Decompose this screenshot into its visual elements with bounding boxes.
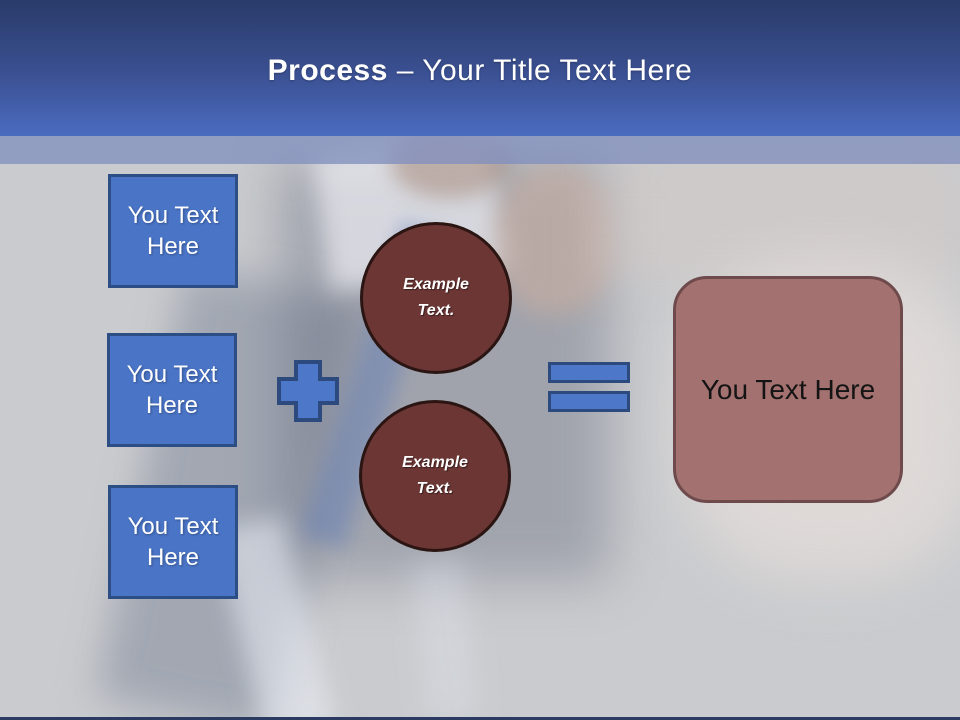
result-box-label: You Text Here	[700, 373, 876, 405]
equals-bottom-bar	[548, 391, 630, 412]
slide-title: Process – Your Title Text Here	[0, 54, 960, 88]
input-box-3: You Text Here	[108, 485, 238, 599]
equals-top-bar	[548, 362, 630, 383]
example-circle-2-label: Example Text.	[402, 453, 468, 497]
bg-hand-shape	[495, 165, 615, 315]
plus-icon-glyph	[277, 360, 339, 422]
input-box-1-label: You Text Here	[127, 201, 219, 260]
bg-streak	[411, 557, 479, 720]
example-circle-2: Example Text.	[359, 400, 511, 552]
bg-arm-shape	[600, 150, 960, 280]
input-box-2-label: You Text Here	[126, 360, 218, 419]
example-circle-1: Example Text.	[360, 222, 512, 374]
slide-header: Process – Your Title Text Here	[0, 0, 960, 136]
example-circle-1-label: Example Text.	[403, 275, 469, 319]
equals-icon	[548, 362, 630, 412]
result-box: You Text Here	[673, 276, 903, 503]
input-box-1: You Text Here	[108, 174, 238, 288]
header-accent-band	[0, 136, 960, 164]
input-box-3-label: You Text Here	[127, 512, 219, 571]
slide-bottom-edge	[0, 717, 960, 720]
slide-title-emphasis: Process	[267, 54, 388, 87]
input-box-2: You Text Here	[107, 333, 237, 447]
slide-title-rest: – Your Title Text Here	[396, 54, 693, 87]
plus-icon	[276, 359, 340, 423]
